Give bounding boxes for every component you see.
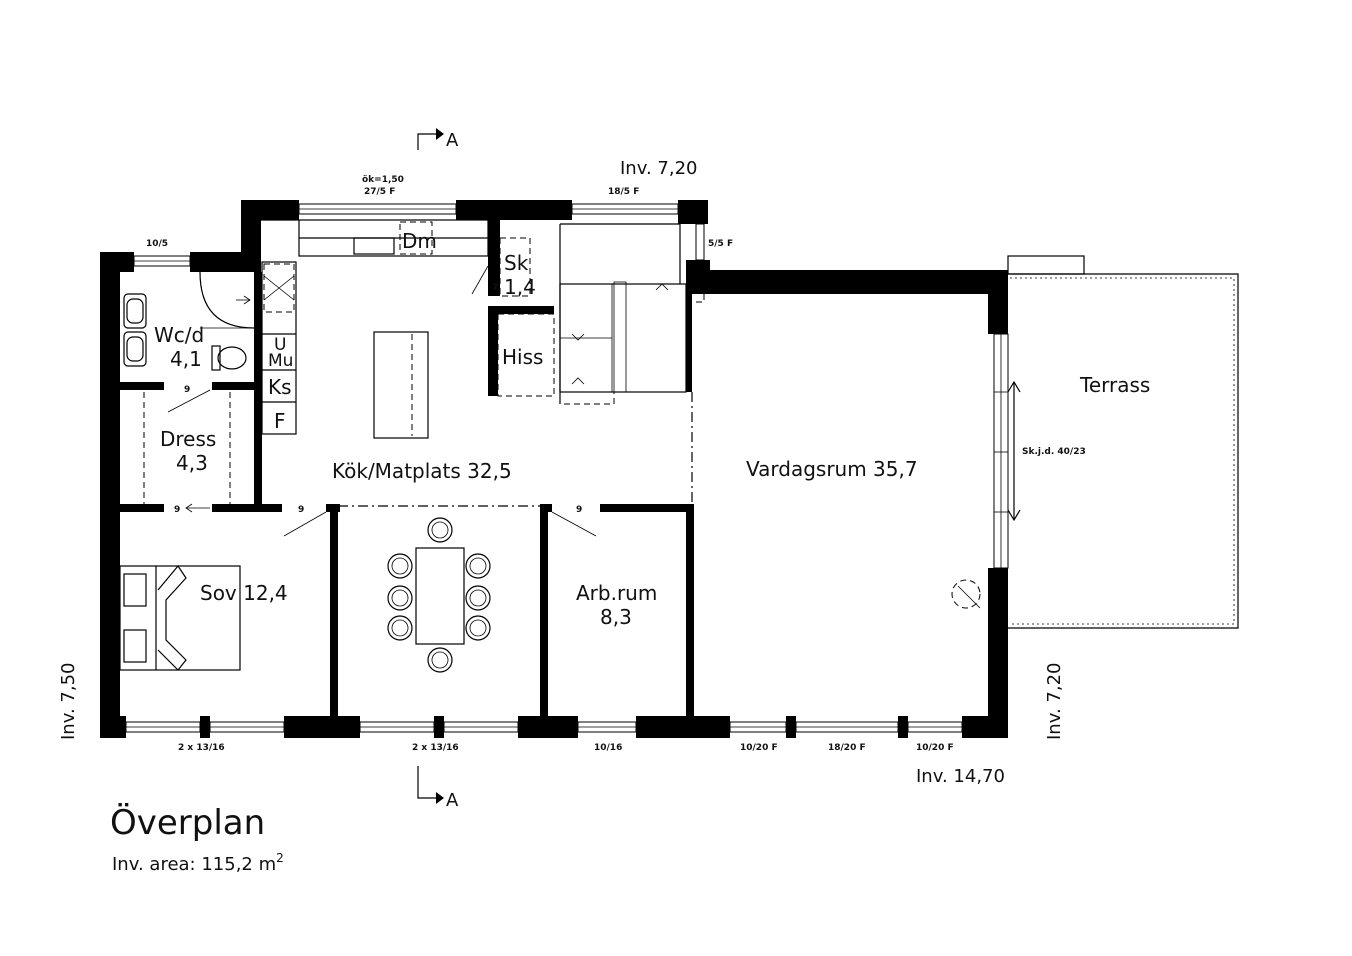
door-label-2: 9 xyxy=(174,505,180,515)
chair-seat-2 xyxy=(391,557,409,575)
door-label-4: 9 xyxy=(576,505,582,515)
misc-fixtures xyxy=(551,511,981,609)
fixture-mu: Mu xyxy=(268,351,293,371)
chair-2 xyxy=(387,553,413,579)
kitchen-fixtures xyxy=(261,219,693,507)
room-arbrum-name: Arb.rum xyxy=(576,581,657,605)
window-label-bottom-e: 18/20 F xyxy=(828,743,866,753)
chair-5 xyxy=(465,553,491,579)
room-wc-area: 4,1 xyxy=(170,347,202,371)
terrace xyxy=(1007,255,1239,629)
chair-4 xyxy=(387,615,413,641)
chair-seat-5 xyxy=(469,557,487,575)
bedroom-fixtures xyxy=(119,511,327,671)
chair-seat-6 xyxy=(469,589,487,607)
bathroom-fixtures xyxy=(123,271,255,513)
room-terrass-name: Terrass xyxy=(1079,373,1150,397)
level-top: Inv. 7,20 xyxy=(620,158,698,179)
plan-area: Inv. area: 115,2 m2 xyxy=(112,851,284,875)
core-fixtures xyxy=(471,223,705,405)
chair-6 xyxy=(465,585,491,611)
window-label-top-c: 5/5 F xyxy=(708,239,733,249)
room-sk-area: 1,4 xyxy=(504,275,536,299)
section-marker-bottom: A xyxy=(417,766,459,811)
section-marker-top: A xyxy=(417,128,459,151)
door-label-1: 9 xyxy=(184,385,190,395)
room-wc-name: Wc/d xyxy=(154,323,204,347)
room-dress-area: 4,3 xyxy=(176,451,208,475)
window-label-top-b: 18/5 F xyxy=(608,187,639,197)
fixture-dm: Dm xyxy=(402,229,437,253)
window-label-bottom-b: 2 x 13/16 xyxy=(412,743,459,753)
room-dress-name: Dress xyxy=(160,427,216,451)
fixture-f: F xyxy=(274,409,286,433)
chair-seat-4 xyxy=(391,619,409,637)
room-kitchen-label: Kök/Matplats 32,5 xyxy=(332,459,512,483)
window-label-top-a-2: 27/5 F xyxy=(364,187,395,197)
window-label-bottom-f: 10/20 F xyxy=(916,743,954,753)
level-left: Inv. 7,50 xyxy=(58,663,79,741)
level-bottom: Inv. 14,70 xyxy=(916,766,1005,787)
fixture-seven: 7 xyxy=(492,283,498,293)
room-hiss-name: Hiss xyxy=(502,345,543,369)
room-vardagsrum-label: Vardagsrum 35,7 xyxy=(746,457,918,481)
chair-7 xyxy=(465,615,491,641)
level-right: Inv. 7,20 xyxy=(1044,663,1065,741)
chair-seat-1 xyxy=(431,521,449,539)
chair-seat-8 xyxy=(431,651,449,669)
window-label-bottom-c: 10/16 xyxy=(594,743,622,753)
room-sov-label: Sov 12,4 xyxy=(200,581,288,605)
chair-1 xyxy=(427,517,453,543)
window-label-bottom-d: 10/20 F xyxy=(740,743,778,753)
chair-3 xyxy=(387,585,413,611)
windows xyxy=(125,203,1021,733)
door-label-3: 9 xyxy=(298,505,304,515)
svg-text:A: A xyxy=(446,130,459,151)
chair-seat-3 xyxy=(391,589,409,607)
room-arbrum-area: 8,3 xyxy=(600,605,632,629)
window-label-top-a-1: ök=1,50 xyxy=(362,175,404,185)
window-label-wc: 10/5 xyxy=(146,239,168,249)
chair-8 xyxy=(427,647,453,673)
window-label-bottom-a: 2 x 13/16 xyxy=(178,743,225,753)
room-sk-name: Sk xyxy=(504,251,529,275)
chair-seat-7 xyxy=(469,619,487,637)
fixture-ks: Ks xyxy=(268,375,292,399)
window-label-sliding: Sk.j.d. 40/23 xyxy=(1022,447,1086,457)
fixture-u: U xyxy=(274,335,286,355)
walls xyxy=(100,200,1008,738)
plan-title: Överplan xyxy=(110,802,265,843)
svg-text:A: A xyxy=(446,790,459,811)
dining-fixtures xyxy=(387,517,491,673)
